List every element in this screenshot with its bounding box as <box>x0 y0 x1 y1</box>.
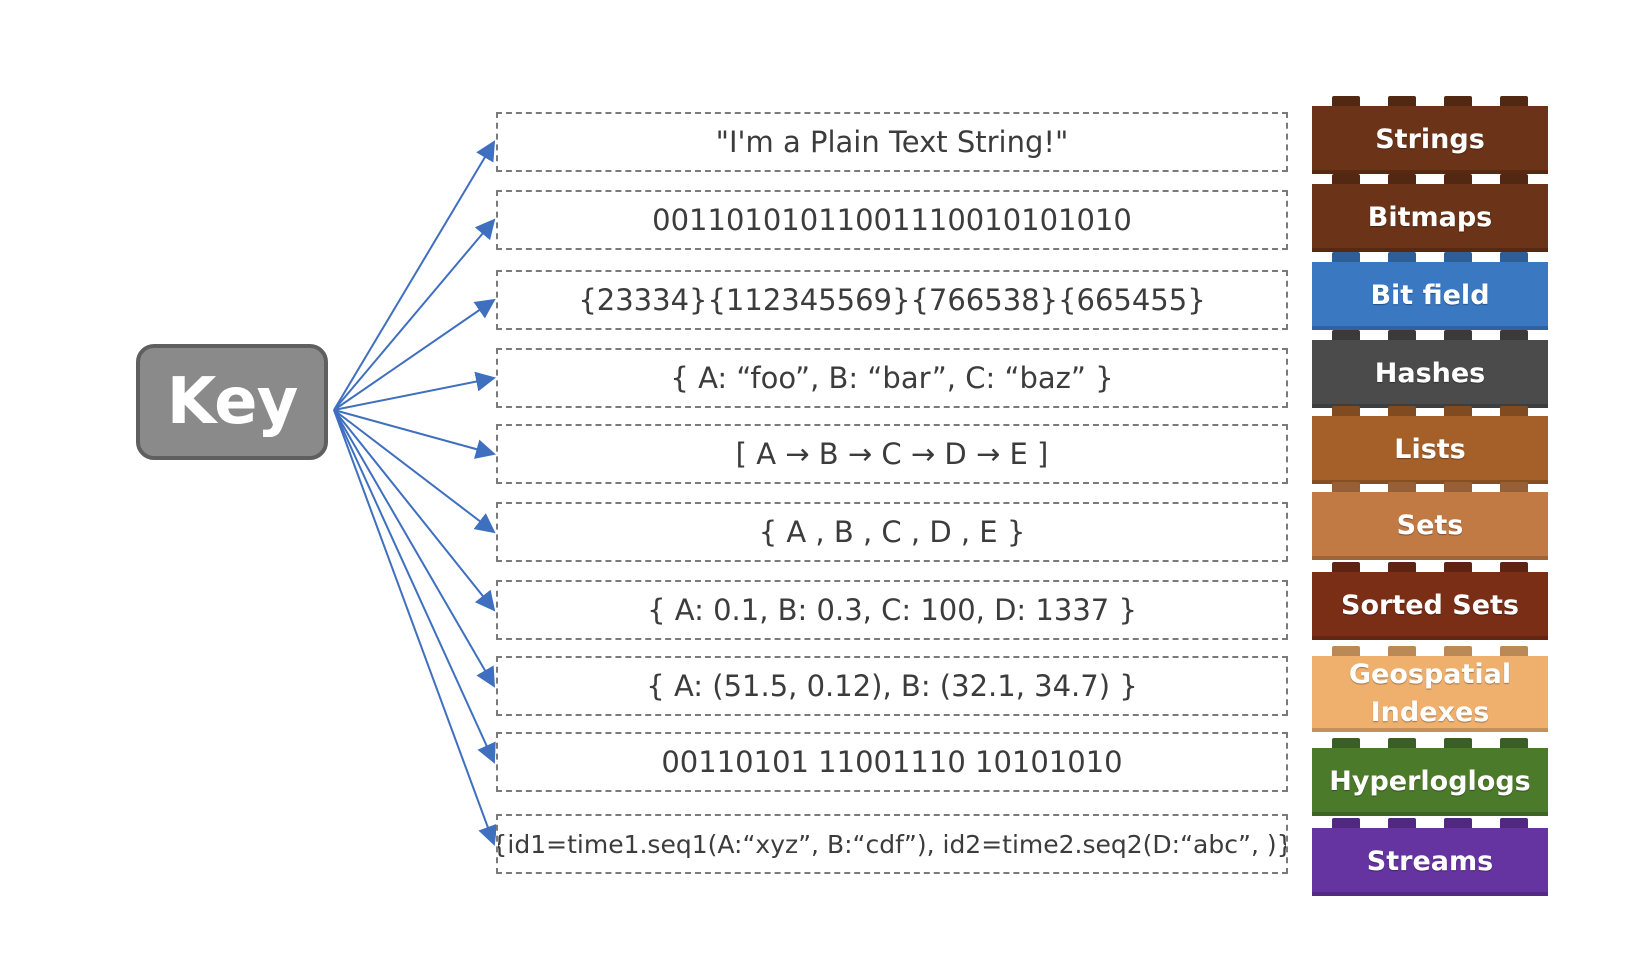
brick-stud-icon <box>1332 174 1360 184</box>
brick-stud-icon <box>1332 252 1360 262</box>
type-label: Hyperloglogs <box>1329 766 1531 797</box>
brick-stud-icon <box>1444 646 1472 656</box>
type-label: Geospatial Indexes <box>1348 659 1512 728</box>
brick-stud-icon <box>1388 252 1416 262</box>
arrow-4 <box>333 371 496 411</box>
brick-stud-icon <box>1444 738 1472 748</box>
type-brick-sorted-sets: Sorted Sets <box>1312 562 1548 640</box>
brick-stud-icon <box>1388 818 1416 828</box>
value-box-6: { A , B , C , D , E } <box>496 502 1288 562</box>
brick-stud-icon <box>1444 96 1472 106</box>
value-box-10: {id1=time1.seq1(A:“xyz”, B:“cdf”), id2=t… <box>496 814 1288 874</box>
type-brick-sets: Sets <box>1312 482 1548 560</box>
type-label: Sorted Sets <box>1341 590 1519 621</box>
brick-stud-icon <box>1444 174 1472 184</box>
brick-stud-icon <box>1388 738 1416 748</box>
brick-stud-icon <box>1388 646 1416 656</box>
brick-stud-icon <box>1332 818 1360 828</box>
type-brick-bitmaps: Bitmaps <box>1312 174 1548 252</box>
type-label: Bitmaps <box>1367 202 1493 233</box>
value-text: "I'm a Plain Text String!" <box>715 125 1069 159</box>
arrow-9 <box>333 409 496 764</box>
value-text: 00110101 11001110 10101010 <box>661 745 1123 779</box>
arrow-10 <box>333 409 498 846</box>
value-box-4: { A: “foo”, B: “bar”, C: “baz” } <box>496 348 1288 408</box>
brick-stud-icon <box>1332 482 1360 492</box>
type-brick-geospatial-indexes: Geospatial Indexes <box>1312 646 1548 732</box>
brick-stud-icon <box>1500 646 1528 656</box>
type-label: Streams <box>1366 846 1494 877</box>
brick-stud-icon <box>1444 482 1472 492</box>
brick-stud-icon <box>1388 406 1416 416</box>
brick-stud-icon <box>1444 562 1472 572</box>
value-text: { A: “foo”, B: “bar”, C: “baz” } <box>670 361 1114 395</box>
brick-stud-icon <box>1444 818 1472 828</box>
arrow-7 <box>333 409 496 612</box>
value-text: [ A → B → C → D → E ] <box>735 437 1049 471</box>
brick-stud-icon <box>1388 562 1416 572</box>
value-box-2: 00110101011001110010101010 <box>496 190 1288 250</box>
brick-stud-icon <box>1500 174 1528 184</box>
type-brick-streams: Streams <box>1312 818 1548 896</box>
brick-stud-icon <box>1388 174 1416 184</box>
value-box-7: { A: 0.1, B: 0.3, C: 100, D: 1337 } <box>496 580 1288 640</box>
type-brick-lists: Lists <box>1312 406 1548 484</box>
brick-stud-icon <box>1444 252 1472 262</box>
arrow-6 <box>333 409 496 534</box>
type-brick-bit-field: Bit field <box>1312 252 1548 330</box>
value-box-3: {23334}{112345569}{766538}{665455} <box>496 270 1288 330</box>
type-label: Bit field <box>1370 280 1490 311</box>
brick-stud-icon <box>1444 406 1472 416</box>
arrow-8 <box>333 409 496 688</box>
arrow-1 <box>333 140 496 411</box>
value-box-1: "I'm a Plain Text String!" <box>496 112 1288 172</box>
value-box-5: [ A → B → C → D → E ] <box>496 424 1288 484</box>
type-brick-strings: Strings <box>1312 96 1548 174</box>
brick-stud-icon <box>1332 406 1360 416</box>
type-brick-hyperloglogs: Hyperloglogs <box>1312 738 1548 816</box>
brick-stud-icon <box>1332 330 1360 340</box>
type-label: Hashes <box>1374 358 1486 389</box>
key-box: Key <box>136 344 328 460</box>
brick-stud-icon <box>1500 818 1528 828</box>
type-brick-hashes: Hashes <box>1312 330 1548 408</box>
type-label: Sets <box>1396 510 1464 541</box>
brick-stud-icon <box>1500 406 1528 416</box>
arrow-3 <box>333 298 496 411</box>
brick-stud-icon <box>1332 96 1360 106</box>
brick-stud-icon <box>1332 646 1360 656</box>
value-text: {id1=time1.seq1(A:“xyz”, B:“cdf”), id2=t… <box>496 829 1288 859</box>
key-label: Key <box>166 365 299 439</box>
arrow-2 <box>333 218 496 411</box>
brick-stud-icon <box>1444 330 1472 340</box>
brick-stud-icon <box>1500 330 1528 340</box>
brick-stud-icon <box>1388 96 1416 106</box>
brick-stud-icon <box>1500 252 1528 262</box>
brick-stud-icon <box>1388 330 1416 340</box>
value-text: {23334}{112345569}{766538}{665455} <box>578 283 1206 317</box>
value-text: { A: (51.5, 0.12), B: (32.1, 34.7) } <box>646 669 1138 703</box>
brick-stud-icon <box>1500 96 1528 106</box>
brick-stud-icon <box>1332 738 1360 748</box>
brick-stud-icon <box>1388 482 1416 492</box>
value-text: { A: 0.1, B: 0.3, C: 100, D: 1337 } <box>647 593 1137 627</box>
brick-stud-icon <box>1500 738 1528 748</box>
value-box-8: { A: (51.5, 0.12), B: (32.1, 34.7) } <box>496 656 1288 716</box>
value-text: { A , B , C , D , E } <box>758 515 1026 549</box>
value-text: 00110101011001110010101010 <box>652 203 1132 237</box>
brick-stud-icon <box>1500 562 1528 572</box>
value-box-9: 00110101 11001110 10101010 <box>496 732 1288 792</box>
brick-stud-icon <box>1332 562 1360 572</box>
type-label: Strings <box>1375 124 1485 155</box>
arrow-5 <box>333 409 496 459</box>
type-label: Lists <box>1394 434 1466 465</box>
brick-stud-icon <box>1500 482 1528 492</box>
